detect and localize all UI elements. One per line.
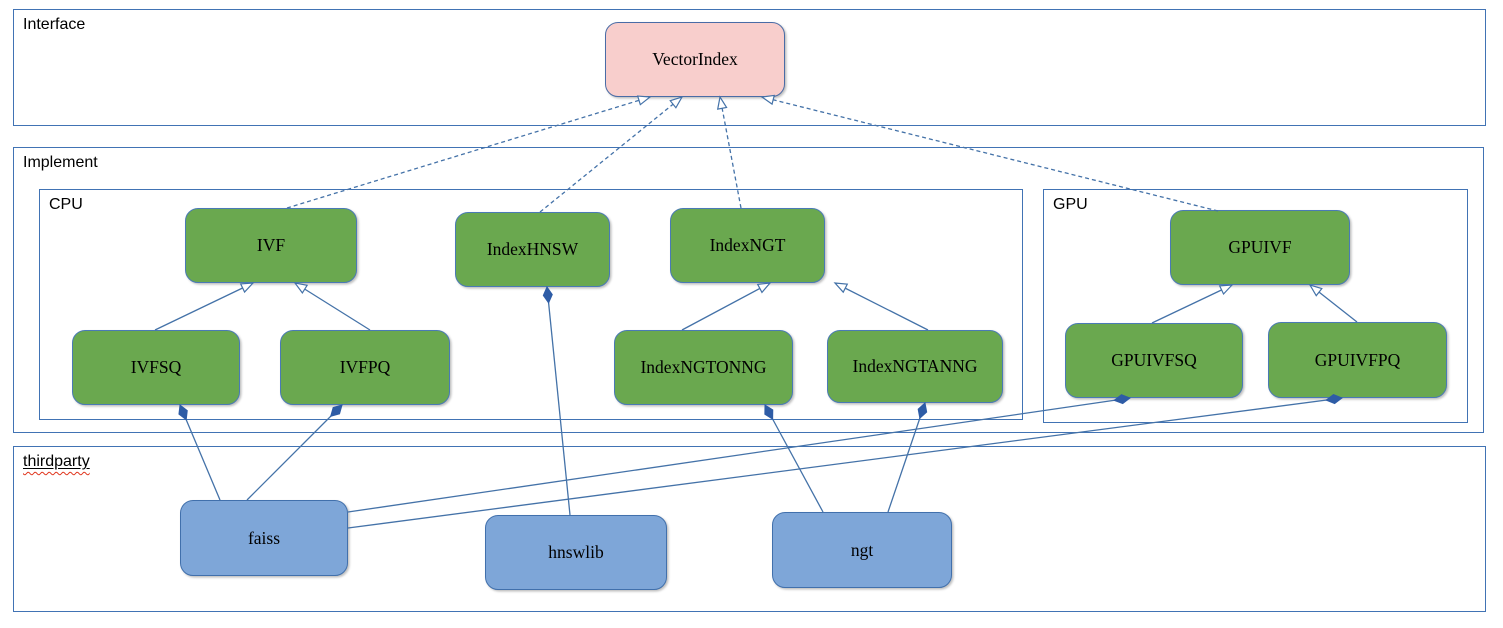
node-faiss-label: faiss [247,527,281,548]
node-ivf-label: IVF [256,235,286,255]
spellcheck-underline: thirdparty [23,453,90,470]
node-gpuivfpq-label: GPUIVFPQ [1314,349,1401,370]
container-cpu-label: CPU [49,196,83,213]
node-ivfpq[interactable]: IVFPQ [280,330,450,405]
node-ivf[interactable]: IVF [185,208,357,283]
node-ngt-label: ngt [850,539,874,560]
node-gpuivf[interactable]: GPUIVF [1170,210,1350,285]
node-vectorindex[interactable]: VectorIndex [605,22,785,97]
node-indexngtonng-label: IndexNGTONNG [640,357,767,377]
node-ivfpq-label: IVFPQ [339,357,391,377]
container-interface-label: Interface [23,16,86,33]
node-vectorindex-label: VectorIndex [652,49,738,69]
node-ivfsq-label: IVFSQ [130,357,182,377]
node-indexhnsw-label: IndexHNSW [486,239,579,259]
container-implement-label: Implement [23,154,98,171]
container-gpu-label: GPU [1053,196,1088,213]
node-gpuivf-label: GPUIVF [1228,237,1292,257]
container-interface[interactable]: Interface [13,9,1486,126]
container-thirdparty-label: thirdparty [23,453,90,471]
node-gpuivfsq-label: GPUIVFSQ [1111,350,1197,370]
node-indexngtanng-label: IndexNGTANNG [852,356,978,376]
node-indexngtanng[interactable]: IndexNGTANNG [827,330,1003,403]
node-ngt[interactable]: ngt [772,512,952,588]
node-ivfsq[interactable]: IVFSQ [72,330,240,405]
node-indexngtonng[interactable]: IndexNGTONNG [614,330,793,405]
node-faiss[interactable]: faiss [180,500,348,576]
node-indexngt[interactable]: IndexNGT [670,208,825,283]
node-indexhnsw[interactable]: IndexHNSW [455,212,610,287]
node-indexngt-label: IndexNGT [709,235,786,255]
node-gpuivfsq[interactable]: GPUIVFSQ [1065,323,1243,398]
node-hnswlib-label: hnswlib [548,542,604,562]
node-gpuivfpq[interactable]: GPUIVFPQ [1268,322,1447,398]
node-hnswlib[interactable]: hnswlib [485,515,667,590]
